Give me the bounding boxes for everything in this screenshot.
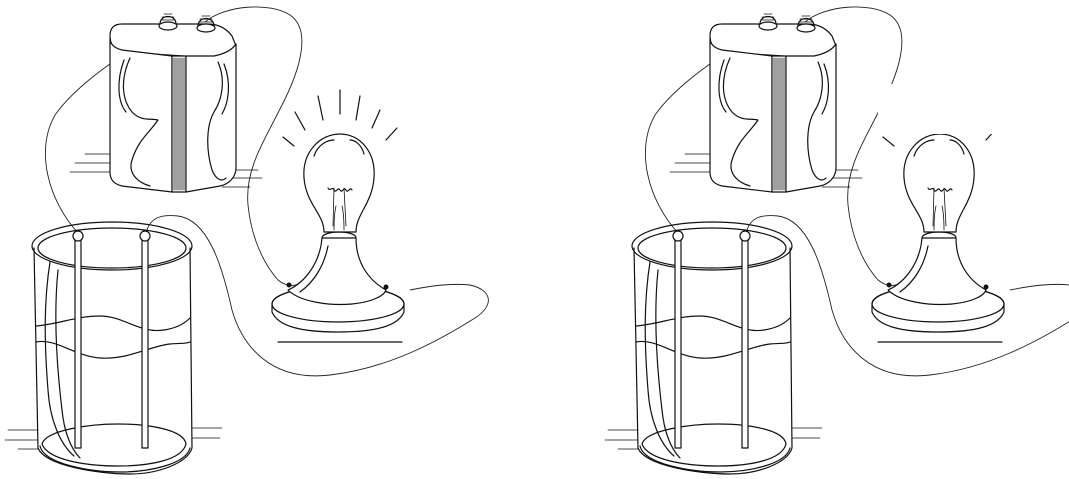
no-light-area xyxy=(878,84,1004,134)
panel-lit-circuit xyxy=(5,7,488,474)
panel-unlit-circuit xyxy=(605,7,1069,474)
